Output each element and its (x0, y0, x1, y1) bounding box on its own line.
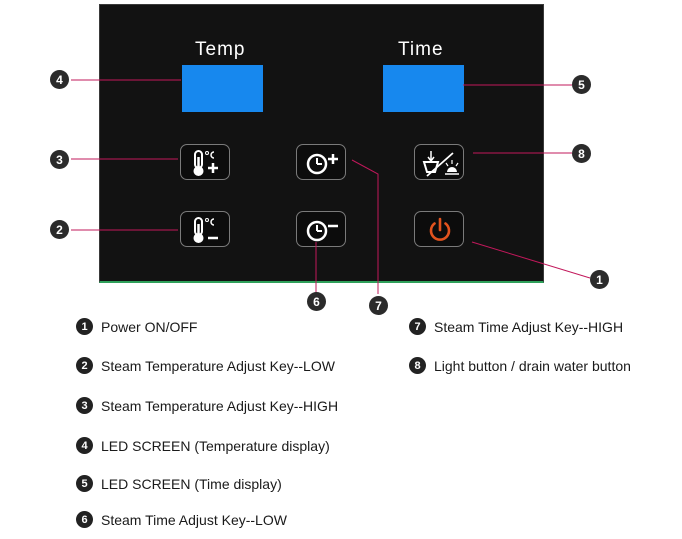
clock-minus-icon (306, 220, 338, 242)
thermometer-minus-icon (193, 217, 218, 243)
marker-2: 2 (50, 220, 69, 239)
legend-item-4: 4 LED SCREEN (Temperature display) (76, 437, 330, 454)
legend-text: LED SCREEN (Time display) (101, 475, 282, 492)
legend-number: 2 (76, 357, 93, 374)
steam-time-low-key[interactable] (296, 211, 346, 247)
legend-item-7: 7 Steam Time Adjust Key--HIGH (409, 318, 623, 335)
temp-screen-label: Temp (195, 39, 246, 60)
steam-temp-high-key[interactable] (180, 144, 230, 180)
led-screen-time (383, 65, 464, 112)
legend-item-1: 1 Power ON/OFF (76, 318, 197, 335)
legend-text: Steam Time Adjust Key--HIGH (434, 318, 624, 335)
power-icon (429, 217, 451, 241)
legend-number: 3 (76, 397, 93, 414)
legend-number: 5 (76, 475, 93, 492)
legend-item-6: 6 Steam Time Adjust Key--LOW (76, 511, 287, 528)
legend-item-2: 2 Steam Temperature Adjust Key--LOW (76, 357, 335, 374)
legend-text: Steam Time Adjust Key--LOW (101, 511, 287, 528)
thermometer-plus-icon (193, 150, 218, 176)
legend-number: 4 (76, 437, 93, 454)
legend-number: 1 (76, 318, 93, 335)
marker-8: 8 (572, 144, 591, 163)
legend-item-5: 5 LED SCREEN (Time display) (76, 475, 282, 492)
legend-text: Power ON/OFF (101, 318, 198, 335)
legend-text: Steam Temperature Adjust Key--LOW (101, 357, 335, 374)
clock-plus-icon (306, 153, 338, 175)
legend-text: Steam Temperature Adjust Key--HIGH (101, 397, 339, 414)
legend-item-3: 3 Steam Temperature Adjust Key--HIGH (76, 397, 338, 414)
power-key[interactable] (414, 211, 464, 247)
steam-temp-low-key[interactable] (180, 211, 230, 247)
legend-text: Light button / drain water button (434, 357, 631, 374)
steam-time-high-key[interactable] (296, 144, 346, 180)
marker-7: 7 (369, 296, 388, 315)
marker-5: 5 (572, 75, 591, 94)
legend-number: 6 (76, 511, 93, 528)
legend-number: 8 (409, 357, 426, 374)
led-screen-temperature (182, 65, 263, 112)
marker-3: 3 (50, 150, 69, 169)
light-drain-icon (422, 151, 459, 177)
legend-number: 7 (409, 318, 426, 335)
legend-item-8: 8 Light button / drain water button (409, 357, 631, 374)
time-screen-label: Time (398, 39, 444, 60)
marker-4: 4 (50, 70, 69, 89)
legend-text: LED SCREEN (Temperature display) (101, 437, 330, 454)
control-panel: Temp Time (99, 4, 544, 283)
light-drain-key[interactable] (414, 144, 464, 180)
marker-1: 1 (590, 270, 609, 289)
marker-6: 6 (307, 292, 326, 311)
